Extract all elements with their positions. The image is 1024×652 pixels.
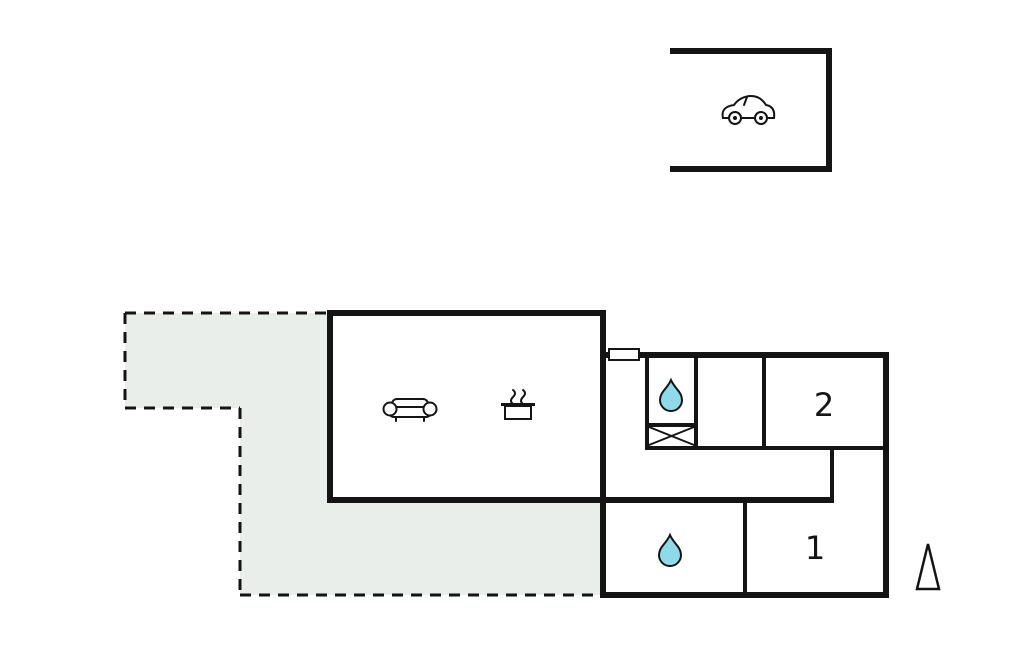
wall-segment bbox=[670, 48, 832, 54]
cooking-pot-icon bbox=[501, 389, 535, 420]
wall-segment bbox=[645, 446, 885, 450]
garage bbox=[670, 48, 832, 172]
wall-segment bbox=[327, 497, 606, 503]
wall-segment bbox=[762, 358, 766, 446]
wall-segment bbox=[606, 497, 834, 503]
north-arrow-icon bbox=[915, 543, 941, 591]
wall-segment bbox=[600, 352, 889, 358]
wall-segment bbox=[600, 310, 606, 503]
water-drop-icon bbox=[657, 532, 683, 567]
sofa-icon bbox=[382, 398, 438, 422]
wall-segment bbox=[826, 48, 832, 172]
interior-walls bbox=[645, 358, 885, 592]
door-marker-icon bbox=[608, 348, 640, 361]
wall-segment bbox=[645, 358, 649, 446]
wall-segment bbox=[830, 446, 834, 503]
wall-segment bbox=[670, 166, 832, 172]
wall-segment bbox=[645, 423, 698, 427]
wall-segment bbox=[743, 497, 747, 592]
exterior-walls bbox=[327, 310, 889, 598]
terrace-area bbox=[125, 313, 603, 595]
wall-segment bbox=[327, 310, 606, 316]
room-1-label: 1 bbox=[804, 529, 826, 567]
car-icon bbox=[721, 94, 776, 125]
wall-segment bbox=[883, 352, 889, 598]
terrace-dashed-boundary bbox=[123, 311, 601, 597]
wall-segment bbox=[600, 497, 606, 598]
crossed-box-icon bbox=[648, 426, 695, 446]
wall-segment bbox=[694, 358, 698, 446]
wall-segment bbox=[327, 310, 333, 503]
water-drop-icon bbox=[658, 377, 684, 412]
room-2-label: 2 bbox=[813, 386, 835, 424]
wall-segment bbox=[600, 592, 889, 598]
